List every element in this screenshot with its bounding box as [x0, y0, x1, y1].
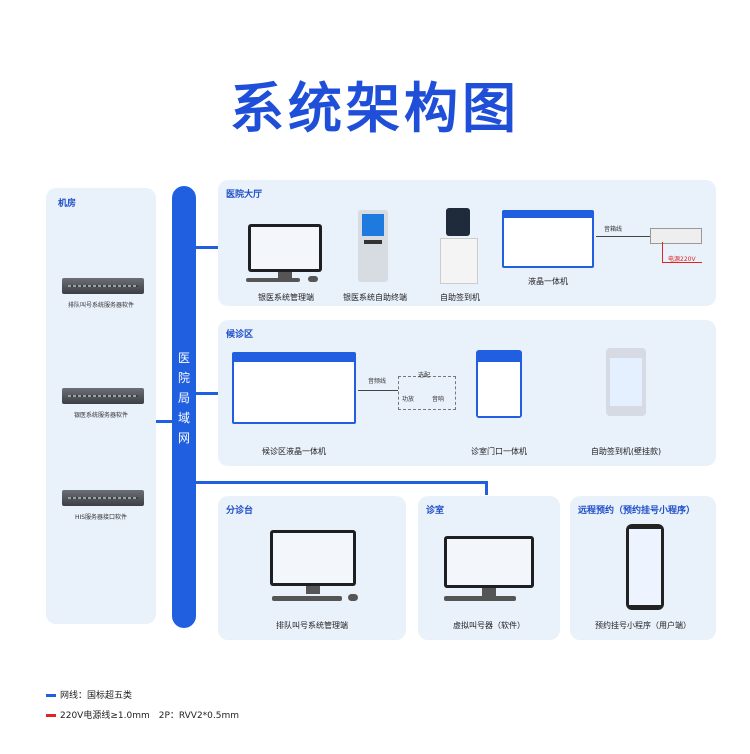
triage-panel: 分诊台 排队叫号系统管理端: [218, 496, 406, 640]
phone-icon: [626, 524, 664, 610]
connector-bottom-drop: [485, 481, 488, 495]
server-label: 排队叫号系统服务器软件: [67, 302, 134, 309]
hall-device-label: 自助签到机: [440, 293, 480, 302]
power-line: [662, 242, 663, 262]
self-service-terminal-icon: [358, 210, 388, 282]
power-line: [662, 262, 702, 263]
amplifier-note: 功放: [402, 396, 415, 403]
server-label: HIS服务器接口软件: [74, 514, 128, 521]
remote-panel: 远程预约（预约挂号小程序） 预约挂号小程序（用户端）: [570, 496, 716, 640]
check-in-kiosk-icon: [446, 208, 470, 236]
legend-network-text: 网线：国标超五类: [60, 691, 133, 701]
power-note: 电源220V: [668, 256, 696, 263]
lan-bus-label: 医 院 局 域 网: [177, 351, 190, 445]
connector-hall: [196, 246, 220, 249]
legend-power-text: 220V电源线≥1.0mm 2P：RVV2*0.5mm: [60, 711, 240, 721]
speaker-cable-note: 音箱线: [604, 226, 623, 233]
monitor-stand-icon: [482, 588, 496, 596]
audio-cable: [358, 390, 398, 391]
remote-device-label: 预约挂号小程序（用户端）: [595, 621, 691, 630]
clinic-panel: 诊室 虚拟叫号器（软件）: [418, 496, 560, 640]
triage-device-label: 排队叫号系统管理端: [276, 621, 348, 630]
hall-panel: 医院大厅 银医系统管理端 银医系统自助终端 自助签到机 液晶一体机 音箱线 电源…: [218, 180, 716, 306]
mouse-icon: [308, 276, 318, 282]
connector-waiting: [196, 392, 220, 395]
keyboard-icon: [246, 278, 300, 282]
triage-title: 分诊台: [226, 506, 254, 516]
page-title: 系统架构图: [230, 77, 520, 140]
keyboard-icon: [444, 596, 516, 601]
legend-power-swatch: [46, 714, 56, 717]
server-icon: [62, 490, 144, 506]
triage-monitor-icon: [270, 530, 356, 586]
amplifier-icon: [650, 228, 702, 244]
remote-title: 远程预约（预约挂号小程序）: [578, 506, 696, 516]
speaker-note: 音响: [432, 396, 445, 403]
clinic-monitor-icon: [444, 536, 534, 588]
management-monitor-icon: [248, 224, 322, 272]
monitor-stand-icon: [306, 586, 320, 594]
connector-machine-room: [156, 420, 174, 423]
legend-network-swatch: [46, 694, 56, 697]
waiting-lcd-icon: [232, 352, 356, 424]
keyboard-icon: [272, 596, 342, 601]
waiting-device-label: 候诊区液晶一体机: [262, 447, 326, 456]
optional-box: [398, 376, 456, 410]
hall-title: 医院大厅: [226, 190, 263, 200]
hall-device-label: 银医系统管理端: [258, 293, 314, 302]
lcd-display-icon: [502, 210, 594, 268]
waiting-panel: 候诊区 候诊区液晶一体机 音频线 选配 功放 音响 诊室门口一体机 自助签到机(…: [218, 320, 716, 466]
machine-room-title: 机房: [58, 199, 77, 209]
check-in-kiosk-body-icon: [440, 238, 478, 284]
machine-room-panel: 机房 排队叫号系统服务器软件 银医系统服务器软件 HIS服务器接口软件: [46, 188, 156, 624]
hall-device-label: 银医系统自助终端: [343, 293, 407, 302]
server-icon: [62, 278, 144, 294]
clinic-device-label: 虚拟叫号器（软件）: [453, 621, 525, 630]
monitor-stand-icon: [278, 272, 292, 278]
optional-note: 选配: [418, 372, 431, 379]
waiting-title: 候诊区: [226, 330, 254, 340]
wall-check-in-icon: [606, 348, 646, 416]
server-icon: [62, 388, 144, 404]
server-label: 银医系统服务器软件: [73, 412, 128, 419]
audio-cable-note: 音频线: [368, 378, 387, 385]
mouse-icon: [348, 594, 358, 601]
lan-bus: [172, 186, 196, 628]
speaker-cable: [596, 236, 650, 237]
connector-bottom: [196, 481, 488, 484]
door-display-icon: [476, 350, 522, 418]
hall-device-label: 液晶一体机: [528, 277, 568, 286]
waiting-device-label: 自助签到机(壁挂款): [590, 447, 662, 456]
clinic-title: 诊室: [426, 506, 445, 516]
waiting-device-label: 诊室门口一体机: [471, 447, 527, 456]
